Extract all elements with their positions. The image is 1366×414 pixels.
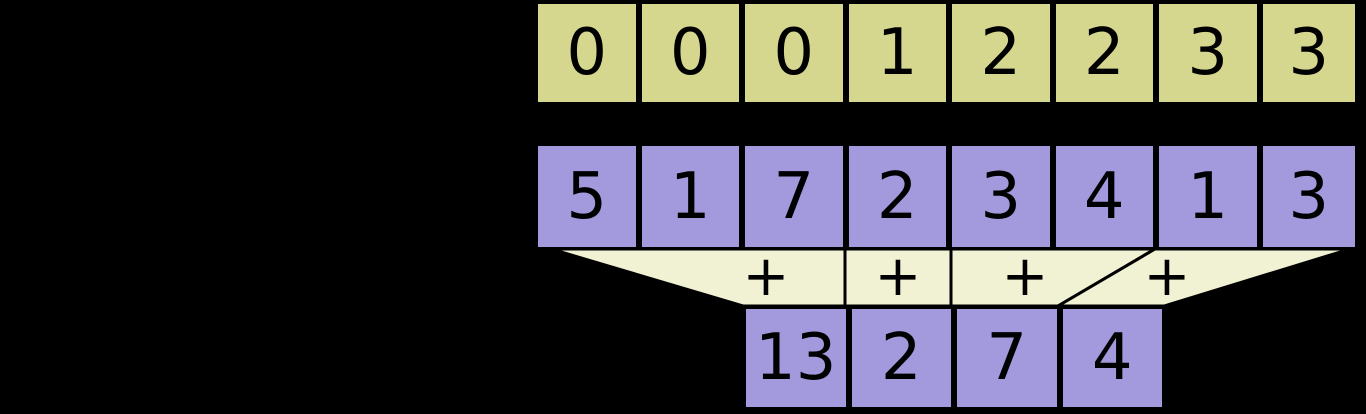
sum-cell: 2: [848, 306, 954, 410]
sum-cell: 7: [954, 306, 1060, 410]
sum-cell: 13: [743, 306, 849, 410]
segment-ids-row: 0 0 0 1 2 2 3 3: [535, 1, 1358, 105]
value-cell: 1: [1156, 143, 1260, 250]
value-cell: 1: [638, 143, 742, 250]
sum-cell: 4: [1059, 306, 1165, 410]
segment-id-cell: 3: [1259, 1, 1358, 105]
segment-id-cell: 0: [638, 1, 742, 105]
plus-operator-icon: +: [874, 244, 922, 309]
value-cell: 2: [845, 143, 949, 250]
sums-row: 13 2 7 4: [743, 306, 1165, 410]
segment-id-cell: 3: [1156, 1, 1260, 105]
segment-id-cell: 2: [1052, 1, 1156, 105]
value-cell: 4: [1052, 143, 1156, 250]
segment-id-cell: 0: [742, 1, 846, 105]
plus-operator-icon: +: [1143, 244, 1191, 309]
values-row: 5 1 7 2 3 4 1 3: [535, 143, 1358, 250]
segment-id-cell: 2: [949, 1, 1053, 105]
segment-id-cell: 1: [845, 1, 949, 105]
value-cell: 3: [949, 143, 1053, 250]
plus-operator-icon: +: [742, 244, 790, 309]
funnel-region-4: [1052, 247, 1351, 308]
plus-operator-icon: +: [1001, 244, 1049, 309]
value-cell: 5: [535, 143, 639, 250]
value-cell: 3: [1259, 143, 1358, 250]
segment-id-cell: 0: [535, 1, 639, 105]
funnel-region-1: [550, 247, 847, 308]
funnel-region-3: [949, 247, 1161, 308]
value-cell: 7: [742, 143, 846, 250]
